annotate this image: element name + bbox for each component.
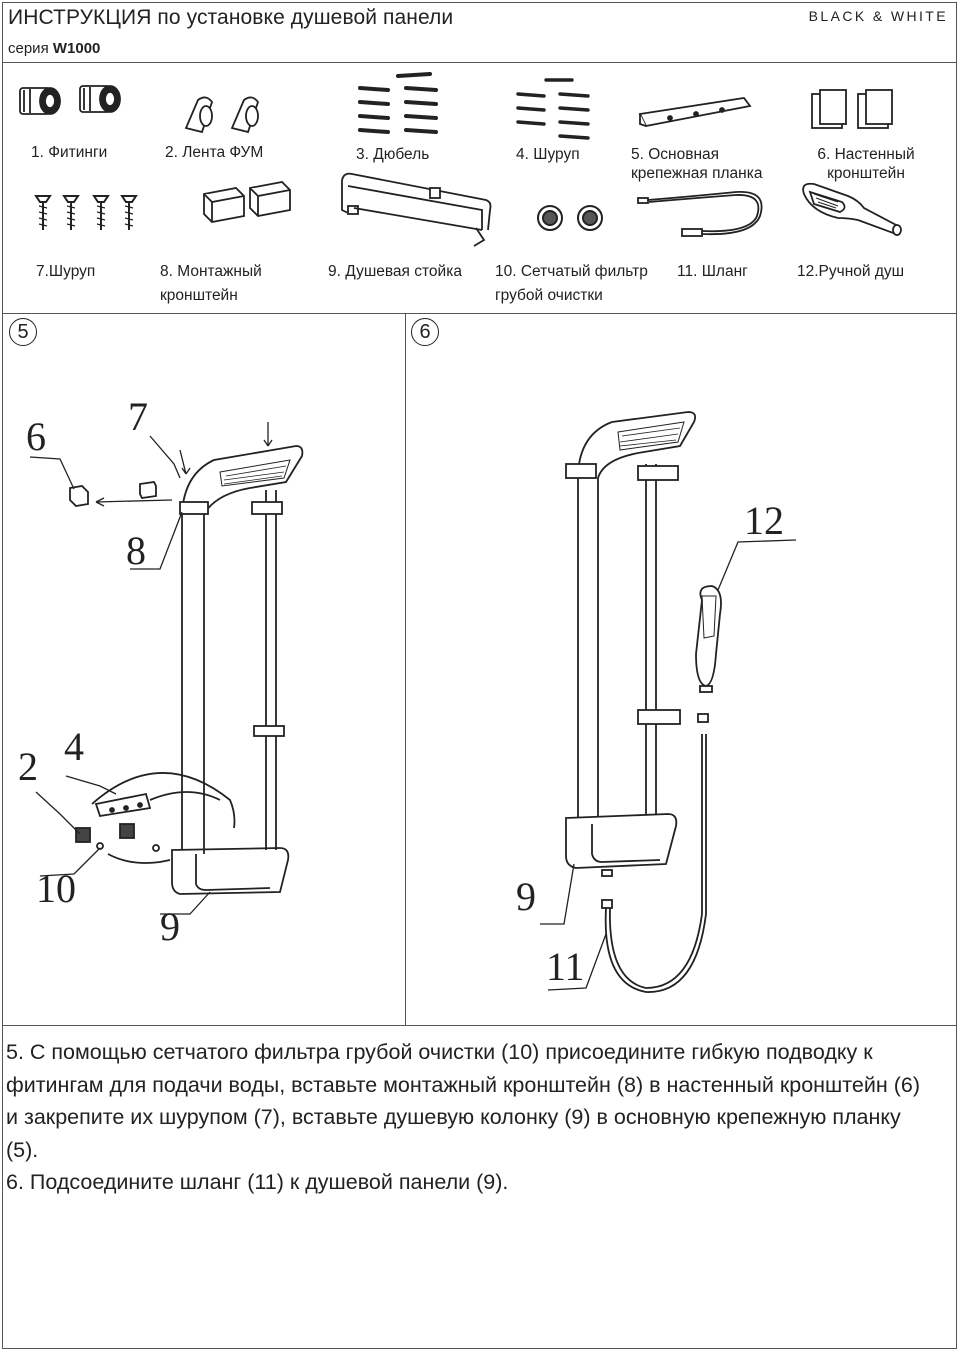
brand-logo: BLACK & WHITE bbox=[808, 8, 948, 24]
series-prefix: серия bbox=[8, 40, 49, 57]
part-label-9: 9. Душевая стойка bbox=[328, 263, 462, 280]
wall-bracket-icon bbox=[811, 89, 893, 129]
page-title: ИНСТРУКЦИЯ по установке душевой панели bbox=[8, 6, 454, 29]
step6-number: 6 bbox=[411, 318, 439, 346]
part-label-6-line1: 6. Настенный bbox=[817, 146, 915, 163]
part-label-10-line1: 10. Сетчатый фильтр bbox=[495, 263, 648, 280]
callout-11: 11 bbox=[546, 944, 585, 989]
part-label-8-line2: кронштейн bbox=[160, 287, 238, 304]
mesh-filter-icon bbox=[537, 205, 603, 231]
part-label-4: 4. Шуруп bbox=[516, 146, 580, 163]
parts-divider bbox=[2, 313, 957, 314]
fittings-icon bbox=[19, 85, 121, 115]
part-label-6-line2: кронштейн bbox=[827, 165, 905, 182]
part-label-11: 11. Шланг bbox=[677, 263, 748, 280]
callout-2: 2 bbox=[18, 744, 38, 789]
series-model: W1000 bbox=[52, 40, 101, 57]
callout-7: 7 bbox=[128, 394, 148, 439]
instructions: 5. С помощью сетчатого фильтра грубой оч… bbox=[6, 1036, 936, 1199]
callout-12: 12 bbox=[744, 498, 784, 543]
series-line: серия W1000 bbox=[8, 40, 100, 57]
fum-tape-icon bbox=[184, 96, 260, 134]
step5-number: 5 bbox=[9, 318, 37, 346]
part-label-2: 2. Лента ФУМ bbox=[165, 144, 264, 161]
part-label-5-line1: 5. Основная bbox=[631, 146, 720, 163]
callout-9b: 9 bbox=[516, 874, 536, 919]
part-label-1: 1. Фитинги bbox=[31, 144, 108, 161]
part-label-12: 12.Ручной душ bbox=[797, 263, 905, 280]
callout-6: 6 bbox=[26, 414, 46, 459]
screws-icon bbox=[516, 78, 590, 140]
diagrams-divider bbox=[2, 1025, 957, 1026]
step5-diagram: 6 7 8 4 2 10 9 bbox=[18, 394, 304, 949]
part-label-10-line2: грубой очистки bbox=[495, 287, 603, 304]
part-label-7: 7.Шуруп bbox=[36, 263, 96, 280]
screws-small-icon bbox=[34, 195, 138, 230]
mounting-plate-icon bbox=[638, 97, 752, 128]
part-label-5-line2: крепежная планка bbox=[631, 165, 763, 182]
instruction-step5: 5. С помощью сетчатого фильтра грубой оч… bbox=[6, 1040, 920, 1162]
shower-column-icon bbox=[341, 172, 492, 247]
callout-8: 8 bbox=[126, 528, 146, 573]
callout-9: 9 bbox=[160, 904, 180, 949]
step6-diagram: 12 9 11 bbox=[516, 411, 797, 993]
part-label-8-line1: 8. Монтажный bbox=[160, 263, 262, 280]
mounting-bracket-icon bbox=[203, 181, 291, 223]
hose-icon bbox=[637, 191, 763, 237]
steps-divider bbox=[405, 313, 406, 1025]
callout-4: 4 bbox=[64, 724, 84, 769]
callout-10: 10 bbox=[36, 866, 76, 911]
hand-shower-icon bbox=[802, 182, 902, 236]
instruction-step6: 6. Подсоедините шланг (11) к душевой пан… bbox=[6, 1170, 509, 1194]
dowels-icon bbox=[358, 72, 438, 134]
part-label-3: 3. Дюбель bbox=[356, 146, 430, 163]
header-divider bbox=[2, 62, 957, 63]
